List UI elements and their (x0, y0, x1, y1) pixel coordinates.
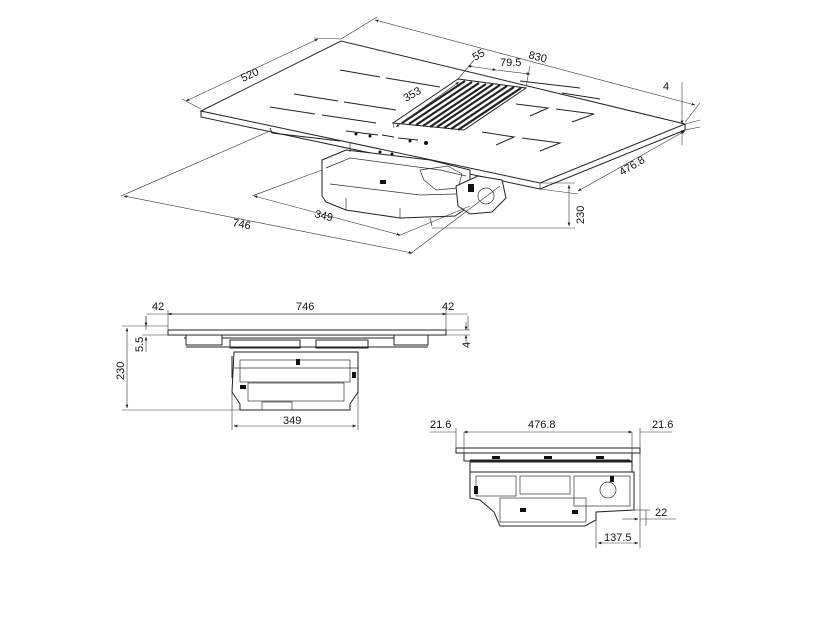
front-motor-housing (231, 351, 359, 411)
side-dim-right: 21.6 (652, 419, 673, 431)
front-dim-left: 42 (152, 301, 164, 313)
front-frame (184, 334, 429, 349)
side-glass (455, 447, 641, 454)
side-dim-137-5: 137.5 (604, 532, 632, 544)
dimension-4-iso: 4 (663, 81, 701, 145)
front-dim-5-5: 5.5 (134, 337, 146, 352)
side-dim-center: 476.8 (528, 419, 556, 431)
dimension-830: 830 (340, 16, 701, 123)
front-glass (167, 329, 447, 336)
control-panel (345, 130, 428, 156)
side-right-dimensions: 22 137.5 (595, 453, 676, 548)
dim-label-55: 55 (471, 47, 488, 64)
dim-label-79-5: 79.5 (500, 57, 521, 69)
dim-label-746-iso: 746 (231, 217, 251, 232)
front-dim-230: 230 (115, 362, 127, 380)
front-top-dimensions: 42 746 42 (145, 301, 469, 330)
isometric-view: 830 520 55 79.5 353 (120, 16, 701, 255)
front-right-dimensions: 4 (446, 322, 473, 348)
dim-label-349-iso: 349 (313, 208, 334, 224)
front-dim-4: 4 (461, 342, 473, 348)
side-motor-housing (469, 471, 635, 527)
dimension-55-79-5: 55 79.5 (457, 47, 531, 87)
side-dim-left: 21.6 (430, 419, 451, 431)
dim-label-230-iso: 230 (575, 206, 587, 224)
side-view: 21.6 476.8 21.6 22 137.5 (430, 419, 676, 548)
front-left-dimensions: 230 5.5 (115, 316, 240, 411)
dimension-349-iso: 349 (251, 169, 471, 237)
side-frame (463, 452, 633, 473)
front-view: 42 746 42 230 5.5 4 349 (115, 301, 473, 430)
front-dim-right: 42 (442, 301, 454, 313)
dim-label-476-8: 476.8 (617, 154, 647, 178)
front-dim-349: 349 (283, 415, 301, 427)
dim-label-520: 520 (239, 66, 261, 85)
dim-label-4-iso: 4 (663, 81, 669, 93)
front-dim-center: 746 (296, 301, 314, 313)
side-top-dimensions: 21.6 476.8 21.6 (430, 419, 673, 453)
side-dim-22: 22 (655, 507, 667, 519)
front-bottom-dimension: 349 (231, 392, 359, 430)
dim-label-830: 830 (527, 49, 548, 65)
dimension-230-iso: 230 (432, 182, 587, 229)
